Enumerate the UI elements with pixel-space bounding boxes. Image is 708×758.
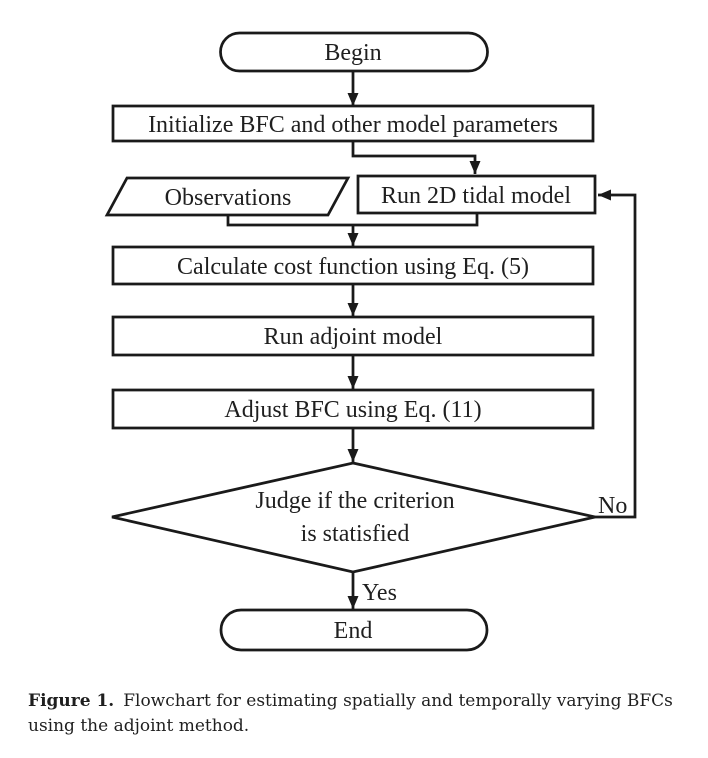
- figure-caption-number: Figure 1.: [28, 691, 115, 711]
- observations-label: Observations: [165, 185, 292, 211]
- cost-function-label: Calculate cost function using Eq. (5): [177, 254, 529, 280]
- cost-function-node: [111, 245, 595, 286]
- begin-node: [219, 31, 489, 73]
- yes-branch-label: Yes: [362, 580, 397, 606]
- edge-initialize-to-runtidal: [351, 141, 481, 174]
- figure-caption: Figure 1. Flowchart for estimating spatia…: [28, 689, 704, 739]
- observations-node: [104, 176, 351, 217]
- end-label: End: [334, 618, 373, 644]
- adjoint-model-label: Run adjoint model: [264, 324, 443, 350]
- end-node: [219, 608, 489, 652]
- judge-decision-node: [111, 461, 596, 574]
- run-tidal-model-label: Run 2D tidal model: [381, 183, 571, 209]
- adjust-bfc-label: Adjust BFC using Eq. (11): [224, 397, 481, 423]
- no-branch-label: No: [598, 493, 627, 519]
- begin-label: Begin: [324, 40, 381, 66]
- initialize-label: Initialize BFC and other model parameter…: [148, 112, 558, 138]
- adjust-bfc-node: [111, 388, 595, 430]
- initialize-node: [111, 104, 595, 143]
- judge-decision-label-line2: is statisfied: [301, 521, 410, 547]
- adjoint-model-node: [111, 315, 595, 357]
- judge-decision-label-line1: Judge if the criterion: [255, 488, 454, 514]
- edge-judge-no-loop: [595, 189, 637, 519]
- run-tidal-model-node: [356, 174, 597, 215]
- figure-caption-text-line2: using the adjoint method.: [28, 716, 250, 736]
- figure-caption-text-line1: Flowchart for estimating spatially and t…: [123, 691, 673, 711]
